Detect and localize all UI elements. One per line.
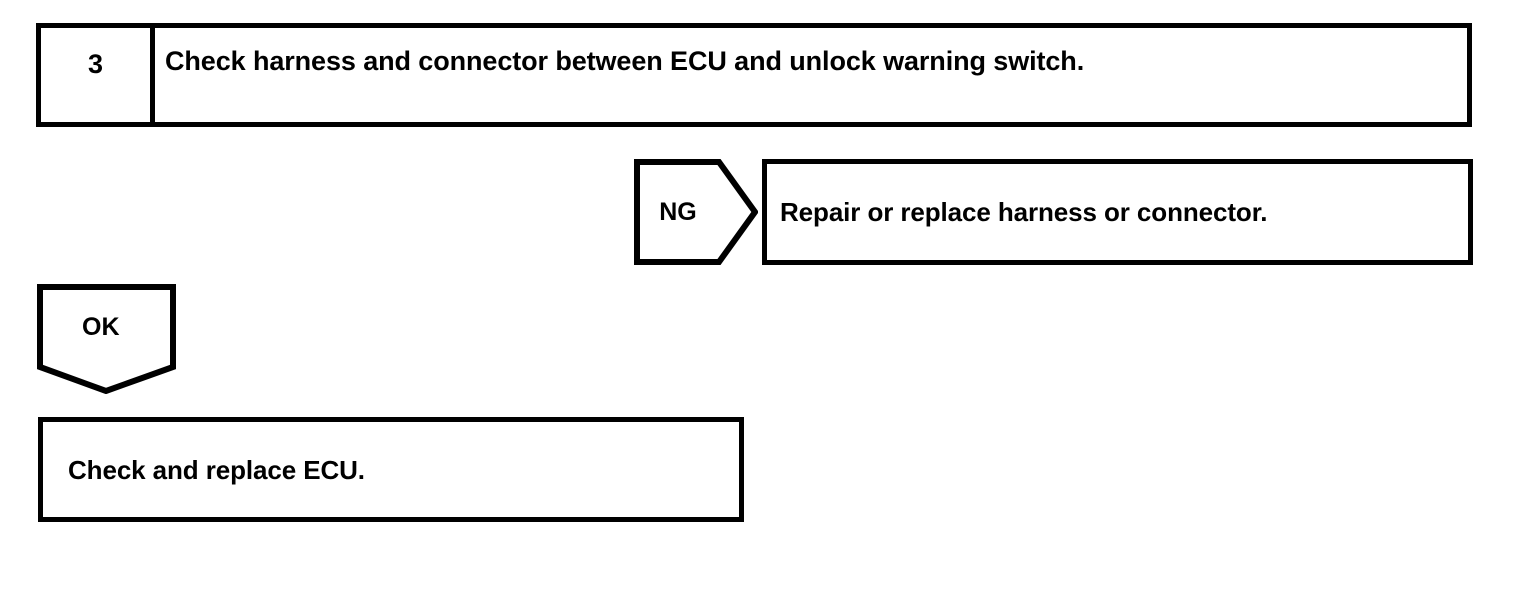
step-number-cell: 3	[41, 28, 150, 122]
step-number: 3	[87, 49, 104, 79]
ok-result-box: Check and replace ECU.	[38, 417, 744, 522]
ok-branch-tag: OK	[37, 284, 176, 394]
ok-result-text: Check and replace ECU.	[68, 455, 365, 485]
ng-result-text: Repair or replace harness or connector.	[780, 197, 1268, 227]
ng-result-box: Repair or replace harness or connector.	[762, 159, 1473, 265]
ng-tag-label: NG	[659, 197, 697, 226]
step-instruction-text: Check harness and connector between ECU …	[165, 46, 1085, 76]
step-cell-divider	[150, 27, 155, 127]
ok-pentagon-icon	[37, 284, 176, 394]
ng-pentagon-icon	[634, 159, 758, 265]
ok-tag-label: OK	[82, 312, 120, 341]
step-3-box: 3 Check harness and connector between EC…	[36, 23, 1472, 127]
ng-branch-tag: NG	[634, 159, 758, 265]
